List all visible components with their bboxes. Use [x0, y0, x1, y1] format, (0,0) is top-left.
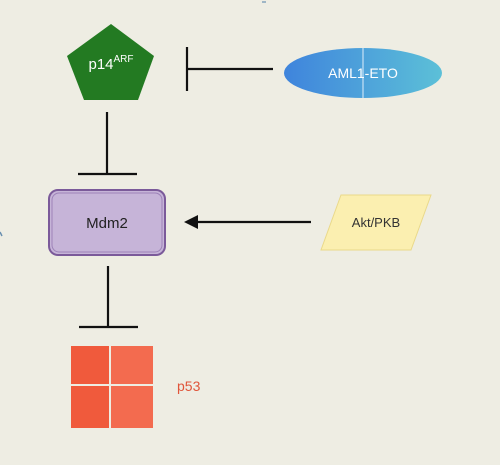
mdm2-node: Mdm2: [48, 189, 166, 256]
edge-p14arf-inhibits-mdm2: [78, 112, 137, 176]
aml1eto-label: AML1-ETO: [328, 65, 398, 81]
edge-mdm2-inhibits-p53: [79, 266, 138, 329]
mdm2-label: Mdm2: [86, 215, 128, 232]
arrow-head: [184, 215, 198, 229]
p14arf-label-superscript: ARF: [114, 54, 134, 65]
akt-shape: [320, 194, 432, 251]
p14arf-shape: [67, 24, 154, 100]
edge-aml1eto-inhibits-p14arf: [185, 47, 273, 91]
akt-label: Akt/PKB: [352, 215, 400, 230]
p53-label: p53: [177, 378, 201, 394]
p53-node: p53: [71, 346, 201, 428]
mdm2-shape-inner: [51, 192, 163, 253]
akt-node: Akt/PKB: [320, 194, 432, 251]
p53-subunit: [111, 386, 153, 428]
p14arf-label-main: p14: [88, 56, 113, 73]
mdm2-shape-outer: [48, 189, 166, 256]
p53-subunit: [111, 346, 153, 384]
aml1eto-node: AML1-ETO: [284, 48, 442, 98]
p14arf-label: p14ARF: [88, 54, 133, 73]
p53-subunit: [71, 346, 109, 384]
edge-fragment-left: [0, 231, 3, 237]
p53-subunit: [71, 386, 109, 428]
p14arf-node: p14ARF: [67, 24, 154, 100]
edge-akt-activates-mdm2: [184, 215, 311, 229]
